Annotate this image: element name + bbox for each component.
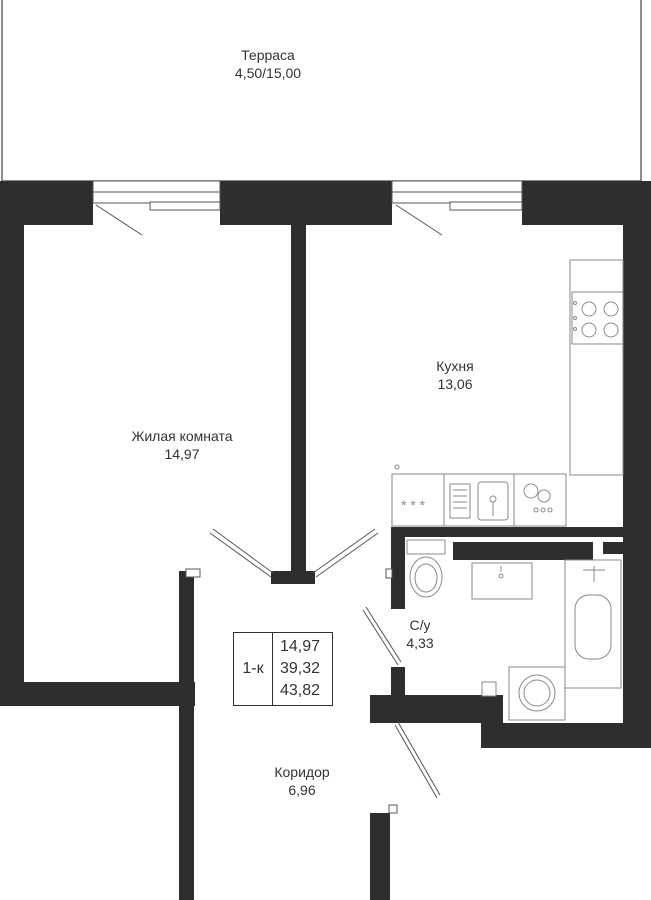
- kitchen-name: Кухня: [436, 358, 474, 374]
- kitchen-label: Кухня 13,06: [436, 357, 473, 393]
- terrace-name: Терраса: [241, 47, 295, 63]
- corridor-area: 6,96: [288, 782, 316, 798]
- svg-text:* * *: * * *: [401, 497, 426, 513]
- kitchen-fixtures: * * *: [391, 259, 624, 527]
- living-room-label: Жилая комната 14,97: [131, 427, 232, 463]
- terrace-label: Терраса 4,50/15,00: [235, 46, 301, 82]
- windows: [92, 180, 523, 236]
- living-room-name: Жилая комната: [131, 428, 233, 444]
- bathroom-label: С/у 4,33: [406, 616, 433, 652]
- living-area-value: 14,97: [280, 638, 321, 655]
- corridor-name: Коридор: [274, 764, 330, 780]
- area-summary-box: 1-к 14,97 39,32 43,82: [233, 632, 333, 706]
- corridor-label: Коридор 6,96: [274, 763, 329, 799]
- bathroom-name: С/у: [409, 617, 431, 633]
- area-values: 14,97 39,32 43,82: [273, 633, 332, 705]
- terrace-outline: [1, 0, 642, 182]
- useful-area-value: 39,32: [280, 660, 321, 677]
- bathroom-fixtures: [406, 539, 622, 721]
- apartment-type: 1-к: [234, 633, 273, 705]
- living-room-area: 14,97: [164, 446, 200, 462]
- terrace-area: 4,50/15,00: [234, 65, 302, 81]
- kitchen-area: 13,06: [437, 376, 473, 392]
- walls: [0, 181, 651, 900]
- bathroom-area: 4,33: [406, 635, 434, 651]
- total-area-value: 43,82: [280, 682, 321, 699]
- doors: [185, 528, 441, 814]
